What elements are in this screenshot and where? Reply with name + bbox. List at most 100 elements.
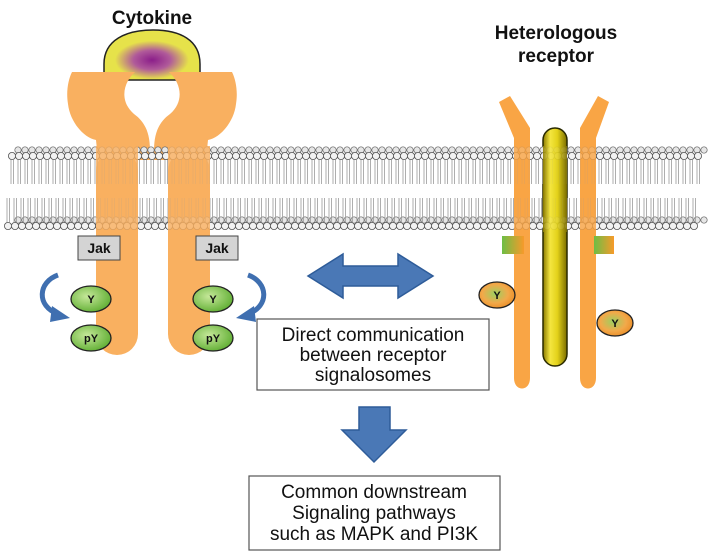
py-oval-right bbox=[192, 324, 234, 352]
lipid-head bbox=[213, 221, 222, 230]
heterologous-label-line1: Heterologous bbox=[495, 23, 617, 44]
lipid-head bbox=[10, 221, 19, 230]
lipid-head bbox=[458, 221, 467, 230]
lipid-head bbox=[465, 221, 474, 230]
lipid-head bbox=[339, 221, 348, 230]
lipid-head bbox=[627, 221, 636, 230]
lipid-head bbox=[304, 221, 313, 230]
lipid-head bbox=[613, 221, 622, 230]
lipid-head bbox=[74, 221, 83, 230]
lipid-head bbox=[683, 221, 692, 230]
lipid-head bbox=[273, 151, 282, 160]
hetero-tag-right bbox=[594, 236, 614, 254]
cytokine-receptor-right-head bbox=[154, 72, 237, 160]
lipid-head bbox=[32, 221, 41, 230]
lipid-head bbox=[659, 151, 668, 160]
lipid-head bbox=[346, 221, 355, 230]
lipid-head bbox=[36, 151, 45, 160]
y-oval-left bbox=[70, 285, 112, 313]
communication-line-3: signalosomes bbox=[315, 365, 431, 386]
lipid-head bbox=[399, 151, 408, 160]
y-oval-right bbox=[192, 285, 234, 313]
lipid-head bbox=[486, 221, 495, 230]
lipid-head bbox=[43, 151, 52, 160]
lipid-head bbox=[371, 151, 380, 160]
lipid-head bbox=[143, 221, 152, 230]
lipid-head bbox=[690, 221, 699, 230]
hetero-y-label-left: Y bbox=[493, 290, 501, 302]
lipid-head bbox=[533, 151, 542, 160]
lipid-head bbox=[500, 221, 509, 230]
lipid-head bbox=[238, 151, 247, 160]
lipid-head bbox=[224, 151, 233, 160]
lipid-head bbox=[280, 151, 289, 160]
hetero-y-oval-left bbox=[478, 281, 516, 309]
lipid-head bbox=[420, 151, 429, 160]
lipid-head bbox=[88, 221, 97, 230]
lipid-head bbox=[700, 146, 708, 154]
lipid-head bbox=[318, 221, 327, 230]
lipid-head bbox=[493, 221, 502, 230]
lipid-head bbox=[434, 151, 443, 160]
lipid-head bbox=[610, 151, 619, 160]
lipid-head bbox=[504, 151, 513, 160]
lipid-head bbox=[220, 221, 229, 230]
y-label-left: Y bbox=[87, 294, 95, 306]
lipid-head bbox=[568, 151, 577, 160]
lipid-head bbox=[430, 221, 439, 230]
lipid-head bbox=[255, 221, 264, 230]
lipid-head bbox=[39, 221, 48, 230]
lipid-head bbox=[343, 151, 352, 160]
lipid-head bbox=[476, 151, 485, 160]
lipid-head bbox=[402, 221, 411, 230]
lipid-head bbox=[423, 221, 432, 230]
lipid-head bbox=[624, 151, 633, 160]
lipid-head bbox=[392, 151, 401, 160]
lipid-head bbox=[234, 221, 243, 230]
lipid-head bbox=[46, 221, 55, 230]
lipid-head bbox=[85, 151, 94, 160]
lipid-head bbox=[210, 151, 219, 160]
lipid-head bbox=[78, 151, 87, 160]
lipid-head bbox=[336, 151, 345, 160]
lipid-head bbox=[406, 151, 415, 160]
lipid-head bbox=[24, 221, 33, 230]
down-arrow-icon bbox=[340, 406, 408, 464]
lipid-head bbox=[150, 221, 159, 230]
y-label-right: Y bbox=[209, 294, 217, 306]
lipid-head bbox=[14, 151, 23, 160]
lipid-head bbox=[617, 151, 626, 160]
lipid-head bbox=[262, 221, 271, 230]
lipid-head bbox=[357, 151, 366, 160]
downstream-line-3: such as MAPK and PI3K bbox=[270, 524, 478, 545]
lipid-head bbox=[413, 151, 422, 160]
lipid-head bbox=[81, 221, 90, 230]
lipid-head bbox=[455, 151, 464, 160]
receptor-membrane-segment bbox=[96, 146, 138, 232]
jak-label-right: Jak bbox=[205, 240, 229, 256]
lipid-head bbox=[676, 221, 685, 230]
lipid-head bbox=[283, 221, 292, 230]
downstream-line-1: Common downstream bbox=[281, 482, 467, 503]
lipid-head bbox=[680, 151, 689, 160]
lipid-head bbox=[322, 151, 331, 160]
lipid-head bbox=[269, 221, 278, 230]
jak-label-left: Jak bbox=[87, 240, 111, 256]
hetero-tag-left bbox=[502, 236, 524, 254]
lipid-head bbox=[378, 151, 387, 160]
lipid-head bbox=[381, 221, 390, 230]
lipid-head bbox=[666, 151, 675, 160]
lipid-head bbox=[136, 221, 145, 230]
lipid-head bbox=[217, 151, 226, 160]
jak-box-right bbox=[195, 235, 239, 261]
lipid-head bbox=[4, 221, 12, 230]
cytokine-receptor-left-head bbox=[67, 72, 150, 160]
lipid-head bbox=[385, 151, 394, 160]
lipid-head bbox=[290, 221, 299, 230]
lipid-head bbox=[231, 151, 240, 160]
lipid-head bbox=[57, 151, 66, 160]
cytokine-ligand bbox=[103, 29, 201, 81]
lipid-head bbox=[451, 221, 460, 230]
lipid-head bbox=[329, 151, 338, 160]
receptor-membrane-segment bbox=[168, 146, 210, 232]
